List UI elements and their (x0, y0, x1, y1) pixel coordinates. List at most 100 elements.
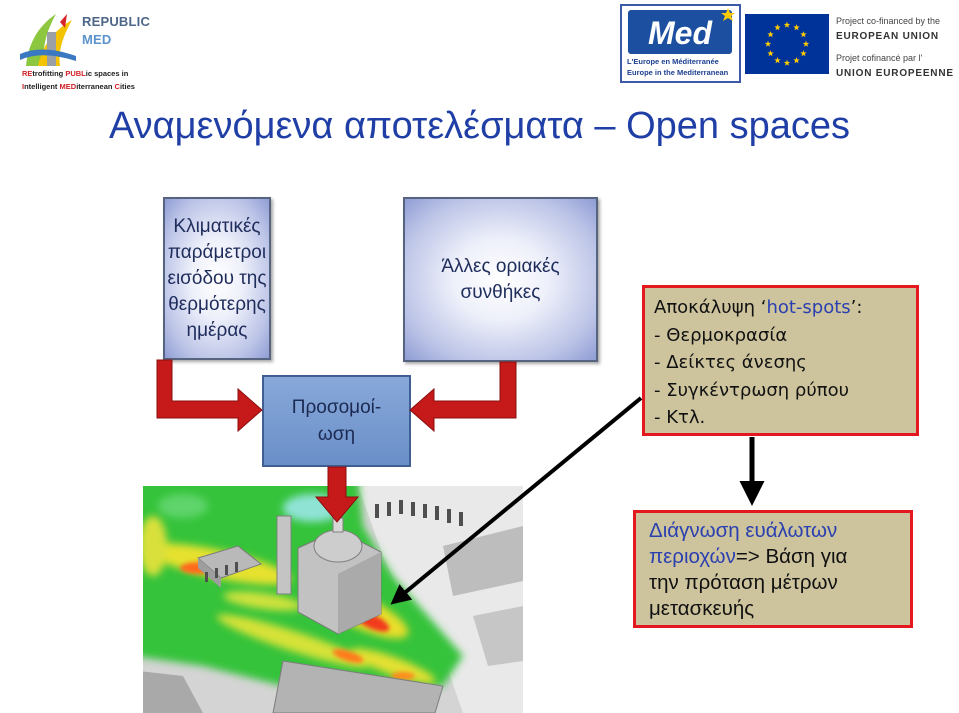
med-logo-line2: Europe in the Mediterranean (627, 68, 729, 77)
med-logo-line1: L'Europe en Méditerranée (627, 57, 719, 66)
med-logo-wordmark: Med (648, 15, 713, 51)
eu-star-icon (774, 57, 781, 64)
eu-flag-icon (745, 14, 829, 74)
diagnosis-line: Διάγνωση ευάλωτων (649, 519, 838, 542)
boundary-conditions-line: συνθήκες (460, 281, 541, 303)
tagline-segment: I (22, 82, 25, 91)
hotspots-item: - Δείκτες άνεσης (654, 352, 807, 373)
simulation-box: Προσομοί- ωση (262, 375, 411, 467)
diagnosis-highlight: περιοχών (649, 545, 736, 568)
hotspots-heading-lead: Αποκάλυψη ‘ (654, 297, 767, 318)
diagnosis-text: => Βάση για (735, 545, 848, 568)
tagline-segment: ic spaces in (85, 69, 129, 78)
eu-star-icon (800, 31, 807, 38)
boundary-conditions-line: Άλλες οριακές (441, 255, 560, 277)
building-left-block-side (198, 558, 221, 588)
tagline-segment: iterranean (76, 82, 115, 91)
eu-star-icon (764, 40, 772, 47)
pillar (447, 509, 451, 523)
slide-title: Αναμενόμενα αποτελέσματα – Open spaces (108, 105, 851, 147)
diagnosis-line: μετασκευής (649, 597, 755, 620)
eu-star-icon (783, 21, 791, 28)
pillar (435, 506, 439, 520)
building-dome (313, 529, 363, 563)
tagline-segment: MED (59, 82, 77, 91)
eu-star-icon (800, 50, 807, 57)
eu-star-icon (783, 59, 791, 66)
eu-star-icon (767, 50, 774, 57)
eu-line-union-europeenne: UNION EUROPEENNE (836, 68, 954, 79)
red-arrow-boundary-to-simulation (409, 361, 517, 433)
hotspots-item: - Κτλ. (654, 407, 706, 428)
eu-line-european-union: EUROPEAN UNION (836, 31, 939, 42)
climate-input-box: Κλιματικές παράμετροι εισόδου της θερμότ… (163, 197, 271, 360)
eu-star-icon (802, 40, 810, 47)
pillar (387, 502, 391, 516)
simulation-heatmap-image (143, 486, 523, 713)
roof-shadow (473, 606, 523, 666)
yellow-zone-area (216, 614, 370, 668)
hotspots-heading: Αποκάλυψη ‘hot-spots’: (654, 294, 916, 322)
eu-cofinancing-text: Project co-financed by the EUROPEAN UNIO… (836, 12, 954, 84)
boundary-conditions-box: Άλλες οριακές συνθήκες (403, 197, 598, 362)
republic-tagline-line2: Intelligent MEDiterranean Cities (22, 82, 135, 91)
pillar (459, 512, 463, 526)
pillar (423, 504, 427, 518)
hotspots-item: - Συγκέντρωση ρύπου (654, 379, 850, 401)
hotspots-heading-highlight: hot-spots (766, 297, 851, 318)
climate-input-line: παράμετροι (167, 241, 267, 263)
pillar (225, 565, 228, 575)
pillar (411, 502, 415, 516)
pillar (375, 504, 379, 518)
tagline-segment: C (114, 82, 120, 91)
med-logo-blue-block (628, 10, 732, 54)
tagline-segment: ntelligent (24, 82, 60, 91)
eu-line-cofinanced: Project co-financed by the (836, 16, 941, 26)
pillar (215, 568, 218, 578)
hotspots-box: Αποκάλυψη ‘hot-spots’: - Θερμοκρασία - Δ… (642, 285, 919, 436)
eu-flag-stars (764, 21, 810, 66)
diagnosis-line: περιοχών=> Βάση για (649, 544, 910, 570)
republic-tagline-line1: REtrofitting PUBLic spaces in (22, 69, 128, 78)
logo-building (47, 32, 56, 66)
logo-accent-red (60, 14, 67, 28)
eu-star-icon (767, 31, 774, 38)
logo-wave-blue (20, 49, 76, 61)
climate-input-line: Κλιματικές (173, 215, 261, 237)
pillar (235, 562, 238, 572)
tagline-segment: trofitting (32, 69, 66, 78)
cool-zone-area (158, 494, 208, 518)
pillar (399, 500, 403, 514)
diagnosis-line: την πρόταση μέτρων (649, 571, 838, 594)
red-arrow-climate-to-simulation (156, 359, 263, 433)
republic-logo-word: REPUBLIC (82, 14, 151, 29)
eu-star-icon (774, 24, 781, 31)
med-logo-word: MED (82, 32, 112, 47)
tagline-segment: RE (22, 69, 33, 78)
red-spot (332, 649, 364, 663)
med-logo-star-icon (721, 8, 735, 21)
pillar (205, 572, 208, 582)
eu-star-icon (793, 24, 800, 31)
yellow-zone-area (143, 516, 167, 576)
diagnosis-box: Διάγνωση ευάλωτων περιοχών=> Βάση για τη… (633, 510, 913, 628)
tagline-segment: ities (119, 82, 135, 91)
climate-input-line: θερμότερης (168, 293, 266, 315)
climate-input-line: ημέρας (186, 319, 248, 341)
eu-line-cofinance-fr: Projet cofinancé par l' (836, 53, 923, 63)
eu-star-icon (793, 57, 800, 64)
building-main-side (338, 552, 381, 634)
med-programme-logo-graphic: Med L'Europe en Méditerranée Europe in t… (627, 8, 735, 77)
climate-input-line: εισόδου της (167, 267, 267, 289)
building-dome-cupola (332, 517, 344, 533)
building-tower (276, 515, 292, 595)
republic-med-logo-icon (20, 14, 76, 66)
hotspots-heading-tail: ’: (850, 297, 863, 318)
red-spot (391, 672, 415, 680)
med-programme-logo: Med L'Europe en Méditerranée Europe in t… (620, 4, 741, 83)
building-left-block (196, 545, 263, 579)
tagline-segment: PUBL (65, 69, 86, 78)
simulation-line: ωση (317, 424, 356, 445)
building-bottom-left (143, 671, 203, 713)
hotspots-item: - Θερμοκρασία (654, 324, 788, 346)
